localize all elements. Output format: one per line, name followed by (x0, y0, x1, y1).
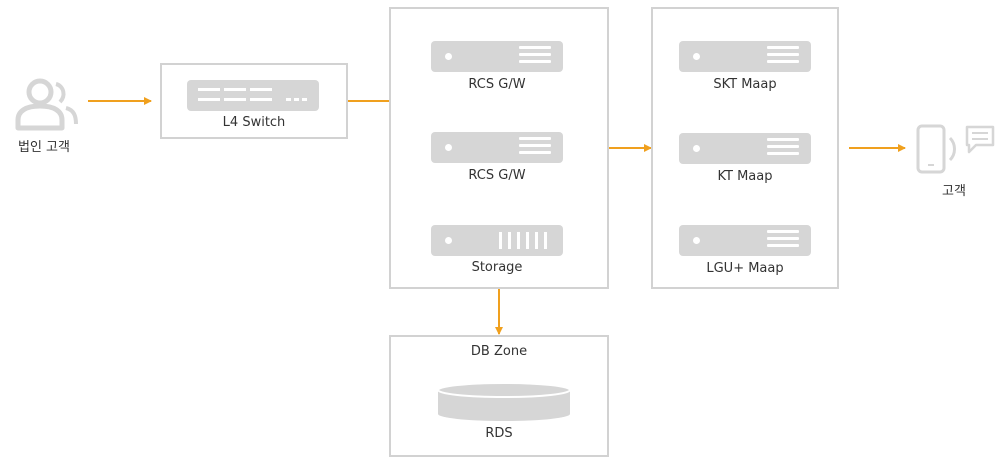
kt-maap-label: KT Maap (717, 169, 773, 184)
server-icon (679, 133, 811, 164)
l4-switch-box: L4 Switch (160, 63, 348, 139)
l4-switch-label: L4 Switch (222, 115, 286, 130)
customer-node: 고객 (912, 122, 996, 199)
chat-bubble-icon (965, 125, 995, 154)
server-icon (431, 41, 563, 72)
corporate-customer-node: 법인 고객 (10, 78, 78, 158)
rcs-gw-1-label: RCS G/W (468, 77, 526, 92)
storage-icon (431, 225, 563, 256)
skt-maap-label: SKT Maap (713, 77, 777, 92)
db-zone-box: DB Zone RDS (389, 335, 609, 457)
customer-label: 고객 (942, 184, 966, 199)
database-icon (437, 382, 571, 421)
corporate-customer-label: 법인 고객 (18, 140, 70, 155)
server-icon (431, 132, 563, 163)
server-icon (679, 41, 811, 72)
db-zone-label: DB Zone (470, 344, 528, 359)
rds-label: RDS (485, 426, 513, 441)
rcs-gw-2-label: RCS G/W (468, 168, 526, 183)
lgu-maap-label: LGU+ Maap (706, 261, 784, 276)
storage-label: Storage (471, 260, 523, 275)
user-icon (15, 78, 78, 131)
switch-icon (187, 80, 319, 111)
mobile-phone-icon (916, 124, 956, 174)
server-icon (679, 225, 811, 256)
